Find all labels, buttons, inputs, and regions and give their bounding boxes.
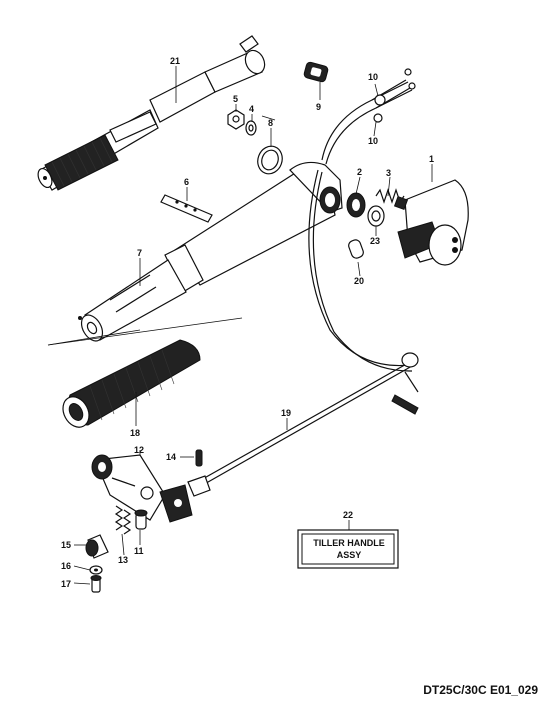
label-10b: 10 <box>368 136 378 146</box>
label-21: 21 <box>170 56 180 66</box>
label-10a: 10 <box>368 72 378 82</box>
label-23: 23 <box>370 236 380 246</box>
section-cut-lines <box>47 317 243 346</box>
part-16-washer <box>89 565 103 575</box>
label-18: 18 <box>130 428 140 438</box>
label-6: 6 <box>184 177 189 187</box>
diagram-code: DT25C/30C E01_029 <box>423 683 538 697</box>
part-15-knob <box>85 534 109 559</box>
label-22: 22 <box>343 510 353 520</box>
label-13: 13 <box>118 555 128 565</box>
label-7: 7 <box>137 248 142 258</box>
part-5-nut <box>227 109 245 130</box>
part-10-throttle-cables <box>308 68 416 372</box>
part-19-control-rod <box>187 352 419 497</box>
part-4-washer <box>245 120 257 136</box>
part-number-labels: 21 5 4 8 9 10 10 1 2 3 6 23 7 20 19 18 1… <box>61 56 434 589</box>
part-2-bushing <box>346 192 366 218</box>
part-23-washer <box>367 205 385 227</box>
label-15: 15 <box>61 540 71 550</box>
part-12-bracket <box>91 454 193 523</box>
label-17: 17 <box>61 579 71 589</box>
part-9-grommet <box>303 61 329 83</box>
part-3-spring <box>375 188 409 211</box>
part-14-pin <box>195 449 203 467</box>
part-6-plate <box>160 194 213 223</box>
label-9: 9 <box>316 102 321 112</box>
part-7-shaft <box>78 259 187 342</box>
label-12: 12 <box>134 445 144 455</box>
part-1-cover <box>397 179 469 266</box>
tiller-arm <box>164 161 343 293</box>
part-13-spring <box>114 505 132 535</box>
part-8-o-ring <box>257 145 283 175</box>
label-3: 3 <box>386 168 391 178</box>
label-8: 8 <box>268 118 273 128</box>
label-plate-line1: TILLER HANDLE <box>313 538 385 548</box>
part-20-pin <box>348 239 364 259</box>
part-11-bolt <box>134 509 148 530</box>
label-20: 20 <box>354 276 364 286</box>
label-14: 14 <box>166 452 176 462</box>
part-21-throttle-tube <box>37 35 266 191</box>
label-1: 1 <box>429 154 434 164</box>
label-11: 11 <box>134 546 144 556</box>
label-19: 19 <box>281 408 291 418</box>
leader-lines <box>73 66 433 585</box>
label-2: 2 <box>357 167 362 177</box>
label-4: 4 <box>249 104 254 114</box>
part-22-label-plate: TILLER HANDLE ASSY <box>297 529 399 569</box>
label-5: 5 <box>233 94 238 104</box>
part-17-screw <box>90 575 102 593</box>
part-18-grip <box>62 339 201 428</box>
label-plate-line2: ASSY <box>337 550 362 560</box>
label-16: 16 <box>61 561 71 571</box>
